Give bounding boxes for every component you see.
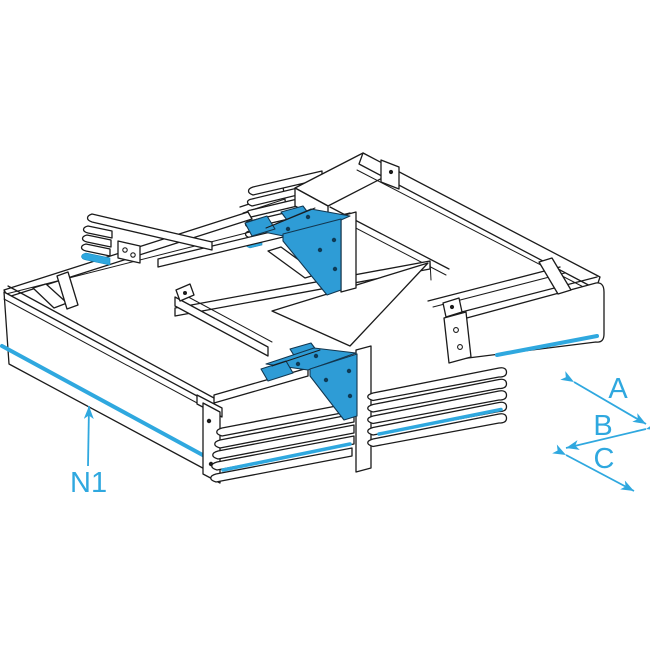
flexible-stack-upper-left <box>80 213 213 266</box>
axis-label-b: B <box>593 410 612 442</box>
center-bracket-lower <box>260 342 358 421</box>
bracket-web <box>309 353 358 421</box>
bracket-web <box>282 218 342 296</box>
cyan-conductor-edge <box>377 407 503 436</box>
axis-a-arrow <box>560 371 647 425</box>
n1-leader-arrow <box>83 405 94 467</box>
lower-cross-rail <box>213 367 309 404</box>
inner-wall-rail <box>174 296 269 357</box>
axis-label-c: C <box>594 443 615 475</box>
cyan-conductor-edge <box>221 442 352 472</box>
flexible-stack-bottom-left <box>210 402 355 483</box>
center-bracket-upper <box>244 205 351 296</box>
bottom-center <box>210 342 508 483</box>
rim-clip <box>380 159 400 190</box>
center-post <box>355 345 372 473</box>
front-panel <box>3 291 213 474</box>
cyan-stripe-left <box>0 344 212 461</box>
cyan-stripe-right <box>495 334 599 357</box>
axis-indicator: A B C <box>552 371 650 492</box>
conductor-label-n1: N1 <box>70 467 107 499</box>
corner-brace <box>538 257 572 295</box>
flexible-stack-bottom-right <box>367 367 508 448</box>
end-flange <box>443 311 472 364</box>
annotation-n1: N1 <box>70 405 107 499</box>
axis-label-a: A <box>608 373 628 405</box>
center-structure <box>157 205 432 347</box>
upper-channel <box>239 152 605 364</box>
axis-c-arrow <box>552 444 635 492</box>
cyan-conductor-pleat <box>81 252 111 266</box>
lower-channel <box>0 211 309 484</box>
